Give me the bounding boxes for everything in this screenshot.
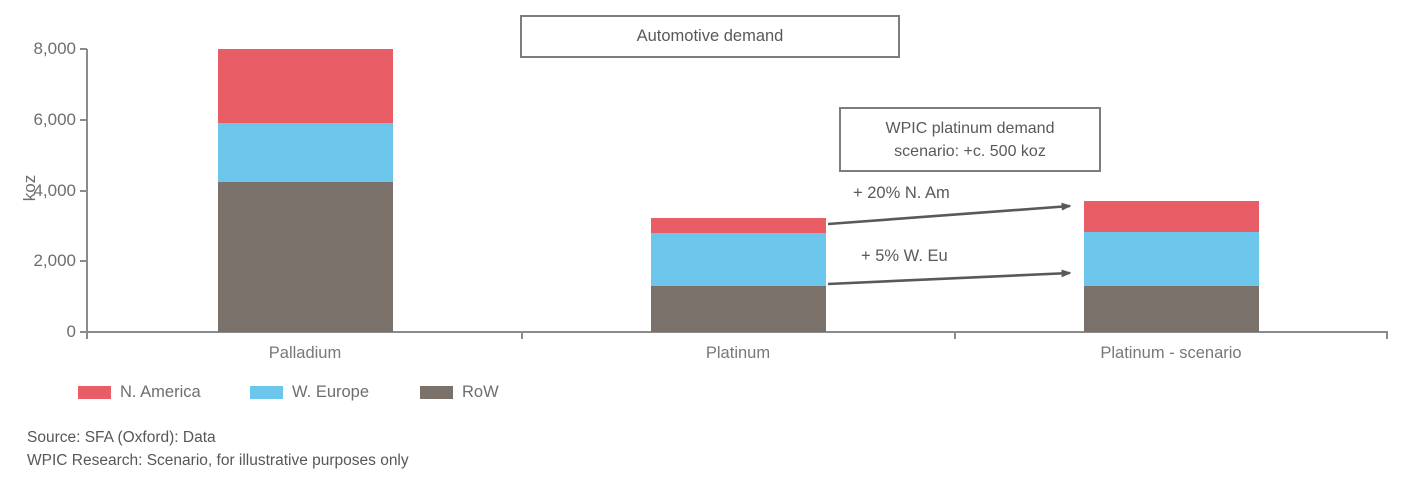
arrow-west-europe [827,269,1072,286]
chart-title-box: Automotive demand [520,15,900,58]
legend-item-row: RoW [420,384,499,400]
legend-item-n-america: N. America [78,384,201,400]
legend-swatch-n-america [78,385,111,399]
scenario-note-line1: WPIC platinum demand [885,119,1055,137]
bar-segment-platinum-scenario-n-america [1083,200,1259,232]
annotation-west-europe: + 5% W. Eu [861,247,948,265]
disclaimer-line: WPIC Research: Scenario, for illustrativ… [27,452,409,469]
legend-label-row: RoW [462,383,499,401]
arrow-north-america [827,202,1072,226]
y-tick-label-8-000: 8,000 [33,39,76,58]
category-label-palladium: Palladium [268,344,342,362]
bar-segment-platinum-scenario-row [1083,285,1259,332]
y-tick-label-4-000: 4,000 [33,180,76,200]
scenario-note-line2: scenario: +c. 500 koz [894,142,1046,160]
bar-platinum [650,217,826,332]
bar-segment-palladium-w-europe [217,123,393,182]
annotation-north-america: + 20% N. Am [853,184,950,202]
bar-segment-platinum-w-europe [650,232,826,286]
legend-swatch-row [420,385,453,399]
y-tick-label-0: 0 [66,322,76,341]
bar-palladium [217,49,393,332]
y-tick-mark [80,48,87,50]
y-tick-mark [80,331,87,333]
source-line: Source: SFA (Oxford): Data [27,429,216,446]
legend-item-w-europe: W. Europe [250,384,369,400]
bar-segment-platinum-scenario-w-europe [1083,231,1259,286]
category-label-platinum-scenario: Platinum - scenario [1100,344,1242,362]
bar-segment-platinum-n-america [650,217,826,233]
y-tick-mark [80,189,87,192]
y-tick-mark [80,260,87,263]
x-tick-mark [954,332,956,339]
legend-label-w-europe: W. Europe [292,383,370,401]
chart-title: Automotive demand [636,27,784,45]
x-tick-mark [521,332,523,339]
category-label-platinum: Platinum [705,344,771,362]
y-tick-label-6-000: 6,000 [33,109,76,129]
y-tick-label-2-000: 2,000 [33,251,76,271]
x-tick-mark [1386,332,1388,339]
x-tick-mark [86,332,88,339]
scenario-note-box: WPIC platinum demand scenario: +c. 500 k… [839,107,1101,172]
legend-swatch-w-europe [250,385,283,399]
bar-segment-palladium-n-america [217,49,393,124]
y-tick-mark [80,118,87,121]
bar-segment-palladium-row [217,181,393,332]
legend-label-n-america: N. America [120,383,201,401]
y-axis-line [86,49,88,333]
bar-platinum-scenario [1083,200,1259,332]
bar-segment-platinum-row [650,286,826,332]
x-axis-line [86,331,1388,333]
